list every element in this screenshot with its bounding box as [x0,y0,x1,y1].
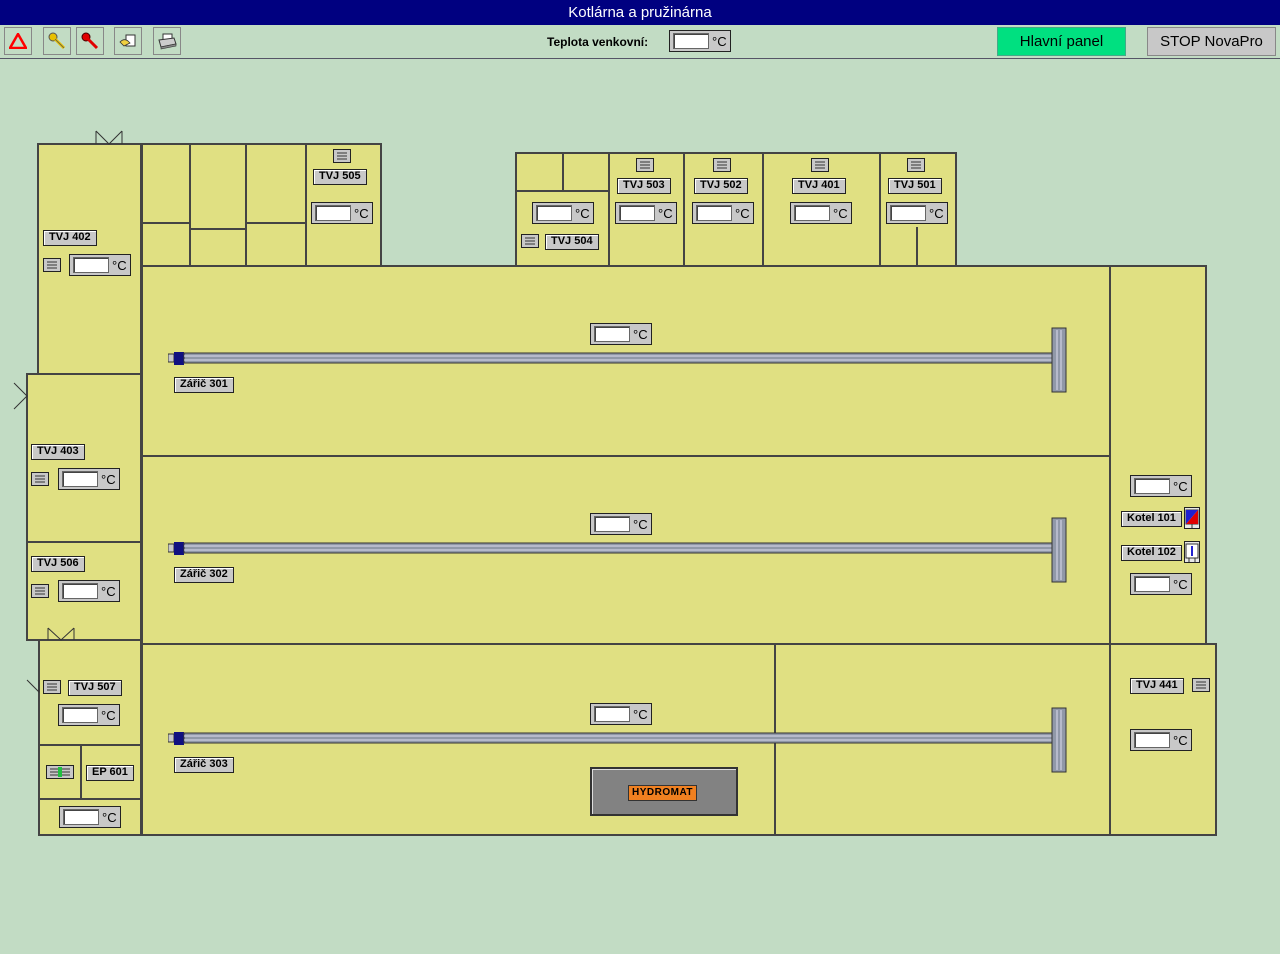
room-small-5 [245,143,307,224]
vent-unit-icon[interactable] [1192,678,1210,692]
radiant-label-zaric302[interactable]: Zářič 302 [174,567,234,583]
toolbar: Teplota venkovní: °C Hlavní panel STOP N… [0,25,1280,59]
vent-unit-icon[interactable] [31,584,49,598]
door-left-icon [13,382,28,410]
temp-field-boiler-top: °C [1130,475,1192,497]
unit-label-tvj506[interactable]: TVJ 506 [31,556,85,572]
unit-label-tvj402[interactable]: TVJ 402 [43,230,97,246]
window-title: Kotlárna a pružinárna [0,0,1280,25]
unit-label-ep601[interactable]: EP 601 [86,765,134,781]
room-small-7 [515,152,564,192]
boiler-101-icon[interactable] [1184,507,1200,529]
temp-field: °C [886,202,948,224]
temp-field: °C [532,202,594,224]
unit-label-tvj501[interactable]: TVJ 501 [888,178,942,194]
unit-label-kotel101[interactable]: Kotel 101 [1121,511,1182,527]
radiant-heater-302[interactable] [168,516,1072,584]
printer-icon[interactable] [153,27,181,55]
door-mid-icon [47,627,75,641]
vent-unit-icon[interactable] [333,149,351,163]
key-yellow-icon[interactable] [43,27,71,55]
outdoor-temp-label: Teplota venkovní: [547,35,649,49]
unit-label-tvj441[interactable]: TVJ 441 [1130,678,1184,694]
vent-unit-icon[interactable] [907,158,925,172]
unit-label-tvj503[interactable]: TVJ 503 [617,178,671,194]
alarm-triangle-icon[interactable] [4,27,32,55]
room-small-6 [245,222,307,267]
room-small-3 [189,143,247,230]
unit-label-tvj401[interactable]: TVJ 401 [792,178,846,194]
wall-divider [916,227,918,265]
heater-unit-icon[interactable] [46,765,74,779]
door-top-icon [95,130,123,145]
radiant-label-zaric301[interactable]: Zářič 301 [174,377,234,393]
hand-note-icon[interactable] [114,27,142,55]
vent-unit-icon[interactable] [636,158,654,172]
vent-unit-icon[interactable] [31,472,49,486]
key-red-icon[interactable] [76,27,104,55]
stop-novapro-button[interactable]: STOP NovaPro [1147,27,1276,56]
temp-field: °C [58,580,120,602]
unit-label-tvj507[interactable]: TVJ 507 [68,680,122,696]
temp-field: °C [311,202,373,224]
temp-field: °C [58,704,120,726]
vent-unit-icon[interactable] [43,680,61,694]
unit-label-tvj504[interactable]: TVJ 504 [545,234,599,250]
outdoor-temp-unit: °C [712,33,727,49]
vent-unit-icon[interactable] [43,258,61,272]
radiant-heater-303[interactable] [168,706,1072,774]
hydromat-unit[interactable]: HYDROMAT [590,767,738,816]
outdoor-temp-value [673,33,709,49]
vent-unit-icon[interactable] [713,158,731,172]
room-small-1 [141,143,191,224]
temp-field-boiler-bottom: °C [1130,573,1192,595]
radiant-heater-301[interactable] [168,326,1072,394]
temp-field: °C [615,202,677,224]
boiler-102-icon[interactable] [1184,541,1200,563]
radiant-label-zaric303[interactable]: Zářič 303 [174,757,234,773]
unit-label-tvj505[interactable]: TVJ 505 [313,169,367,185]
hydromat-label: HYDROMAT [628,785,698,801]
unit-label-tvj403[interactable]: TVJ 403 [31,444,85,460]
room-small-4 [189,228,247,267]
temp-field: °C [69,254,131,276]
unit-label-tvj502[interactable]: TVJ 502 [694,178,748,194]
temp-field: °C [1130,729,1192,751]
temp-field: °C [692,202,754,224]
room-small-2 [141,222,191,267]
temp-field: °C [58,468,120,490]
door-small-icon [26,679,40,694]
vent-unit-icon[interactable] [521,234,539,248]
outdoor-temp-field: °C [669,30,731,52]
temp-field: °C [790,202,852,224]
room-ep601-bottom [38,798,142,836]
main-panel-button[interactable]: Hlavní panel [997,27,1126,56]
vent-unit-icon[interactable] [811,158,829,172]
temp-field-hall-302: °C [590,513,652,535]
temp-field-hall-301: °C [590,323,652,345]
room-small-8 [562,152,610,192]
unit-label-kotel102[interactable]: Kotel 102 [1121,545,1182,561]
temp-field-hall-303: °C [590,703,652,725]
temp-field: °C [59,806,121,828]
